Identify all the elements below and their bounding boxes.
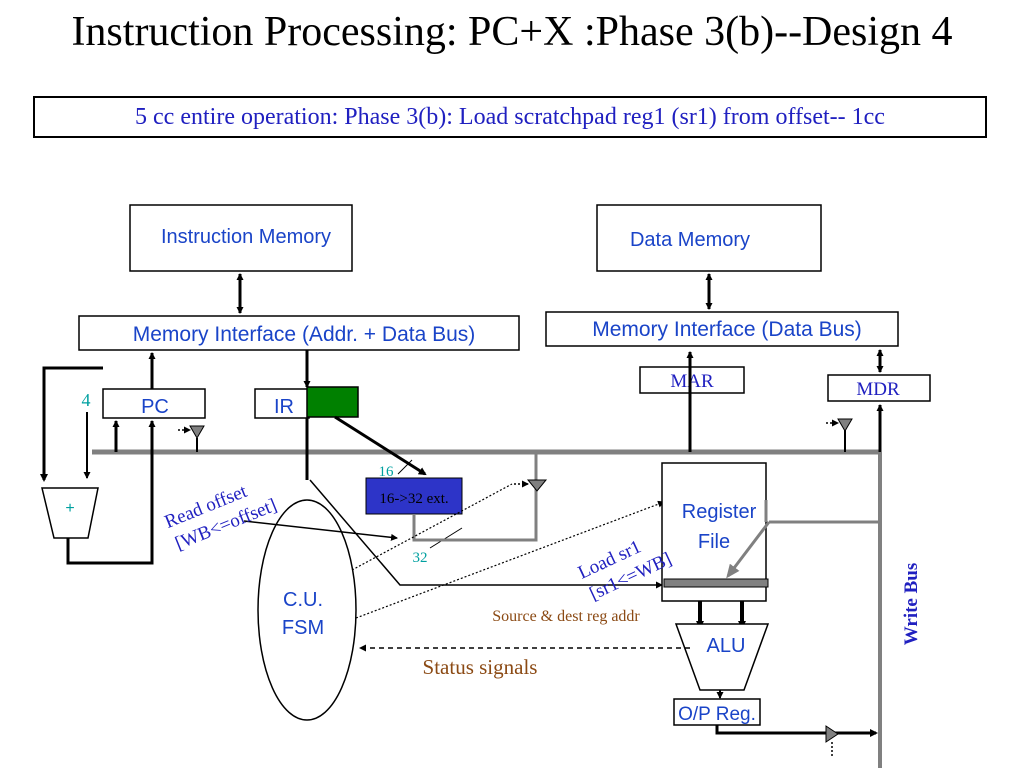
width-out-label: 32 (413, 550, 428, 566)
pc-tristate (189, 425, 205, 439)
slide-title: Instruction Processing: PC+X :Phase 3(b)… (71, 9, 953, 55)
ext-tristate (526, 479, 548, 492)
reg-addr-label: Source & dest reg addr (492, 608, 640, 625)
opreg-tristate (825, 725, 839, 743)
width-in-slash (397, 459, 413, 475)
mdr-tristate (837, 418, 853, 432)
pc-to-adder (40, 366, 103, 482)
adder-shape (41, 487, 99, 539)
register-file-label-2: File (698, 531, 730, 553)
bus-to-sr1 (726, 521, 771, 579)
sign-ext-box (365, 477, 463, 515)
mdr-box (827, 374, 931, 402)
mem-interface-right-label: Memory Interface (Data Bus) (592, 318, 862, 341)
adder-label: + (65, 500, 74, 517)
cu-ctrl-dotted-2 (355, 500, 665, 619)
sign-ext-label: 16->32 ext. (379, 491, 448, 507)
mar-box (639, 366, 745, 394)
pc-box (102, 388, 206, 419)
register-sr1-bar (663, 578, 769, 588)
register-file-label-1: Register (682, 501, 757, 523)
write-bus-label: Write Bus (901, 563, 922, 646)
subtitle-box: 5 cc entire operation: Phase 3(b): Load … (33, 96, 987, 138)
cu-label-1: C.U. (283, 589, 323, 611)
op-reg-label: O/P Reg. (678, 704, 756, 725)
read-offset-arrow (243, 520, 398, 541)
data-memory-box (596, 204, 822, 272)
instruction-memory-label: Instruction Memory (161, 226, 331, 248)
register-file-box (661, 462, 767, 602)
ir-box (254, 388, 310, 419)
width-out-slash (429, 527, 463, 549)
data-memory-label: Data Memory (630, 229, 750, 251)
pc-label: PC (141, 396, 169, 418)
instruction-memory-box (129, 204, 353, 272)
status-signals-label: Status signals (423, 655, 538, 679)
adder-loop (66, 452, 154, 565)
load-sr1-annotation: Load sr1 [sr1<=WB] (575, 536, 675, 604)
alu-shape (674, 623, 770, 691)
cu-label-2: FSM (282, 617, 324, 639)
read-offset-annotation: Read offset [WB<=offset] (162, 481, 280, 555)
ir-label: IR (274, 396, 294, 418)
ir-to-ext (334, 415, 427, 476)
mem-interface-left-box (78, 315, 520, 351)
mdr-label: MDR (856, 379, 900, 400)
ir-green-field (306, 386, 359, 418)
opreg-to-bus (715, 725, 878, 737)
ir-to-regaddr (309, 479, 663, 589)
width-in-label: 16 (379, 464, 395, 480)
mar-label: MAR (670, 371, 714, 392)
adder-input-label: 4 (82, 390, 91, 410)
ext-to-bus (412, 452, 538, 542)
alu-label: ALU (707, 635, 746, 657)
mem-interface-right-box (545, 311, 899, 347)
mem-interface-left-label: Memory Interface (Addr. + Data Bus) (133, 323, 476, 346)
cu-fsm-ellipse (257, 499, 357, 721)
